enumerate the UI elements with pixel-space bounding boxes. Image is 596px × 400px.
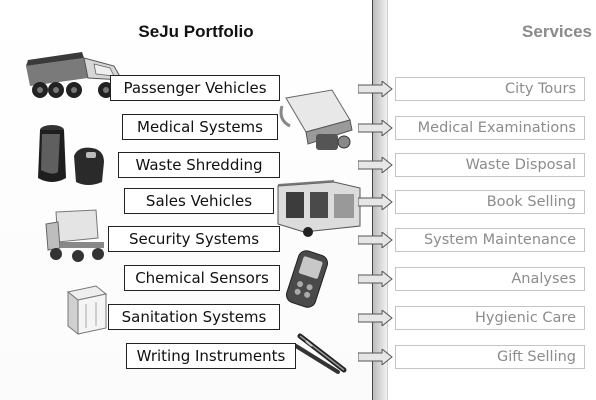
product-medical-systems: Medical Systems: [122, 114, 278, 140]
arrow-icon: [358, 349, 393, 365]
arrow-icon: [358, 310, 393, 326]
handheld-sensor-icon: [285, 250, 329, 308]
sales-trailer-icon: [277, 180, 361, 237]
arrow-icon: [358, 271, 393, 287]
portfolio-title: SeJu Portfolio: [138, 22, 254, 41]
product-sanitation-systems: Sanitation Systems: [108, 304, 280, 330]
service-medical-examinations: Medical Examinations: [395, 116, 585, 140]
service-system-maintenance: System Maintenance: [395, 228, 585, 252]
pens-icon: [294, 333, 347, 374]
product-chemical-sensors: Chemical Sensors: [124, 265, 280, 291]
sanitation-unit-icon: [66, 285, 108, 336]
service-analyses: Analyses: [395, 267, 585, 291]
product-waste-shredding: Waste Shredding: [118, 152, 280, 178]
arrow-icon: [358, 194, 393, 210]
product-writing-instruments: Writing Instruments: [126, 343, 296, 369]
service-book-selling: Book Selling: [395, 190, 585, 214]
service-gift-selling: Gift Selling: [395, 345, 585, 369]
service-waste-disposal: Waste Disposal: [395, 153, 585, 177]
security-truck-icon: [45, 209, 104, 262]
product-sales-vehicles: Sales Vehicles: [124, 188, 274, 214]
arrow-icon: [358, 81, 393, 97]
arrow-icon: [358, 120, 393, 136]
service-city-tours: City Tours: [395, 77, 585, 101]
medical-pump-icon: [279, 89, 353, 150]
product-passenger-vehicles: Passenger Vehicles: [110, 75, 280, 101]
arrow-icon: [358, 232, 393, 248]
arrow-icon: [358, 157, 393, 173]
shredder-bin-icon: [38, 125, 104, 185]
services-title: Services: [522, 22, 592, 41]
product-security-systems: Security Systems: [108, 226, 280, 252]
service-hygienic-care: Hygienic Care: [395, 306, 585, 330]
armored-truck-icon: [26, 52, 123, 98]
